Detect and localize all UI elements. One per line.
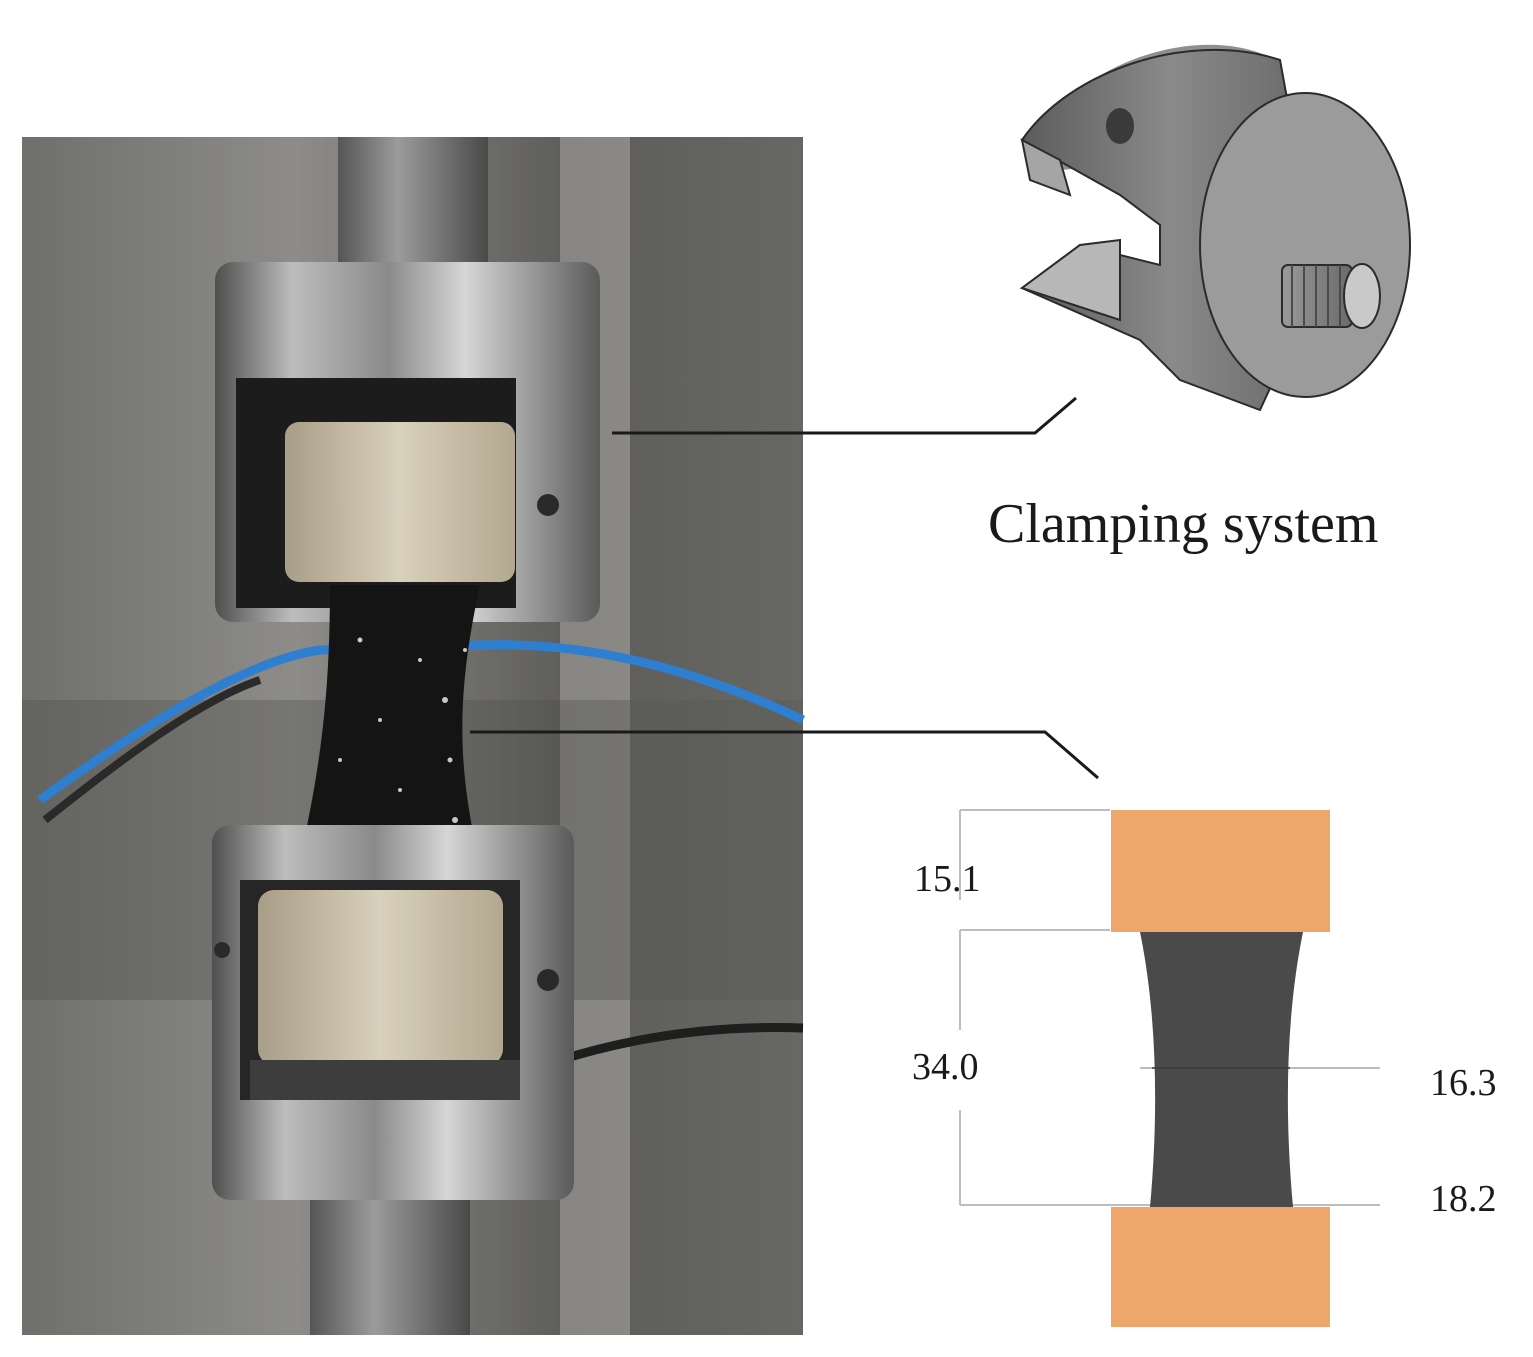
clamp-cad-icon <box>1019 44 1411 412</box>
clamp-cad-slot-face <box>1019 238 1121 322</box>
lower-clamp-debris <box>250 1060 520 1100</box>
specimen-profile <box>1140 932 1303 1207</box>
dim-neck-width-value: 16.3 <box>1430 1062 1497 1104</box>
upper-holder <box>285 422 515 582</box>
lower-holder <box>258 890 503 1065</box>
dim-end-width-value: 18.2 <box>1430 1178 1497 1220</box>
specimen-leader-line <box>470 730 1099 780</box>
lower-rod <box>310 1200 470 1335</box>
clamp-cad-end-face <box>1199 92 1411 398</box>
specimen-body <box>290 585 490 900</box>
lower-clamp <box>212 825 574 1200</box>
clamping-system-label: Clamping system <box>988 493 1379 555</box>
photo-right-wall <box>630 137 803 1335</box>
blue-cable <box>37 640 805 804</box>
upper-clamp-hole <box>537 494 559 516</box>
clamp-leader-line <box>612 396 1077 435</box>
top-holder-block <box>1111 810 1330 932</box>
specimen-photo <box>22 137 805 1335</box>
dim-top-holder-value: 15.1 <box>914 858 981 900</box>
dimension-drawing <box>959 809 1380 1327</box>
lower-clamp-hole <box>537 969 559 991</box>
bottom-holder-block <box>1111 1207 1330 1327</box>
clamp-cad-thread-lines <box>1291 265 1341 327</box>
clamp-cad-notch <box>1020 138 1072 197</box>
clamp-cad-hole <box>1106 108 1134 144</box>
lower-clamp-hole-left <box>214 942 230 958</box>
dim-specimen-length-value: 34.0 <box>912 1046 979 1088</box>
black-cable-left <box>42 676 262 824</box>
clamp-cad-thread-tip <box>1343 263 1381 329</box>
black-cable-right <box>558 1022 804 1065</box>
upper-clamp <box>215 262 600 622</box>
upper-rod <box>338 137 488 267</box>
